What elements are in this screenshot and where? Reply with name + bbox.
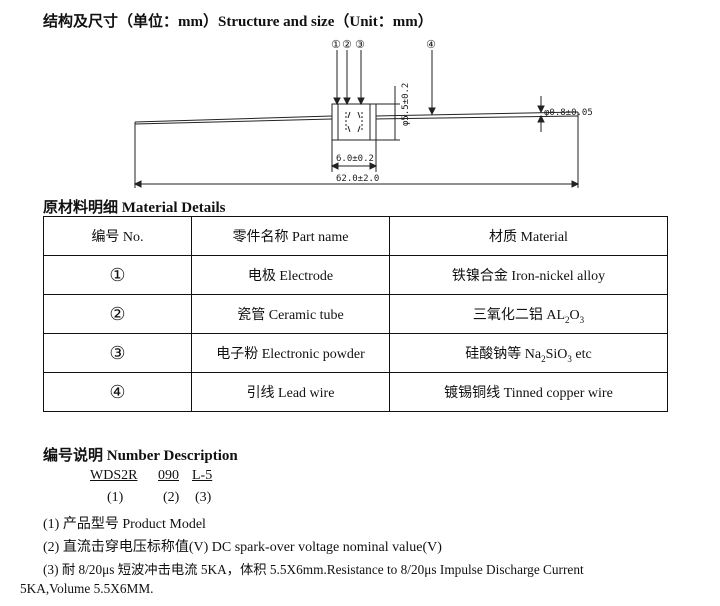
code-part-suffix: L-5 <box>192 468 213 483</box>
materials-title: 原材料明细 Material Details <box>43 200 226 216</box>
code-index-1: (1) <box>107 490 124 505</box>
desc-line-4: 5KA,Volume 5.5X6MM. <box>20 581 154 596</box>
row-part: 瓷管 Ceramic tube <box>191 294 390 334</box>
table-row: ① 电极 Electrode 铁镍合金 Iron-nickel alloy <box>43 255 668 295</box>
row-part: 电子粉 Electronic powder <box>191 333 390 373</box>
header-part: 零件名称 Part name <box>191 216 390 256</box>
table-row: ② 瓷管 Ceramic tube 三氧化二铝 AL2O3 <box>43 294 668 334</box>
callout-2: ② <box>342 38 352 51</box>
row-material: 镀锡铜线 Tinned copper wire <box>389 372 668 412</box>
structure-title: 结构及尺寸（单位：mm）Structure and size（Unit：mm） <box>43 14 433 30</box>
ceramic-body <box>331 103 377 141</box>
row-material: 铁镍合金 Iron-nickel alloy <box>389 255 668 295</box>
table-header-row: 编号 No. 零件名称 Part name 材质 Material <box>43 216 668 256</box>
callout-4: ④ <box>426 38 436 51</box>
header-material: 材质 Material <box>389 216 668 256</box>
row-no: ② <box>43 294 192 334</box>
row-material: 硅酸钠等 Na2SiO3 etc <box>389 333 668 373</box>
structure-drawing <box>133 50 580 188</box>
code-index-3: (3) <box>195 490 212 505</box>
number-desc-title: 编号说明 Number Description <box>43 448 238 464</box>
header-no: 编号 No. <box>43 216 192 256</box>
dim-total-length: 62.0±2.0 <box>336 174 380 184</box>
row-no: ③ <box>43 333 192 373</box>
row-material: 三氧化二铝 AL2O3 <box>389 294 668 334</box>
code-part-model: WDS2R <box>90 468 138 483</box>
row-part: 引线 Lead wire <box>191 372 390 412</box>
materials-table: 编号 No. 零件名称 Part name 材质 Material ① 电极 E… <box>43 216 668 412</box>
lead-wire-right <box>375 111 579 117</box>
code-part-voltage: 090 <box>158 468 179 483</box>
desc-line-2: (2) 直流击穿电压标称值(V) DC spark-over voltage n… <box>43 540 442 555</box>
desc-line-1: (1) 产品型号 Product Model <box>43 517 206 532</box>
dim-lead-diameter: φ0.8±0.05 <box>544 108 593 118</box>
lead-wire-left <box>134 115 333 123</box>
row-no: ④ <box>43 372 192 412</box>
code-index-2: (2) <box>163 490 180 505</box>
callout-3: ③ <box>355 38 365 51</box>
table-row: ④ 引线 Lead wire 镀锡铜线 Tinned copper wire <box>43 372 668 412</box>
row-no: ① <box>43 255 192 295</box>
desc-line-3: (3) 耐 8/20μs 短波冲击电流 5KA，体积 5.5X6mm.Resis… <box>43 562 584 577</box>
dim-body-length: 6.0±0.2 <box>336 154 374 164</box>
table-row: ③ 电子粉 Electronic powder 硅酸钠等 Na2SiO3 etc <box>43 333 668 373</box>
callout-1: ① <box>331 38 341 51</box>
dim-body-diameter: φ5.5±0.2 <box>401 82 411 126</box>
row-part: 电极 Electrode <box>191 255 390 295</box>
